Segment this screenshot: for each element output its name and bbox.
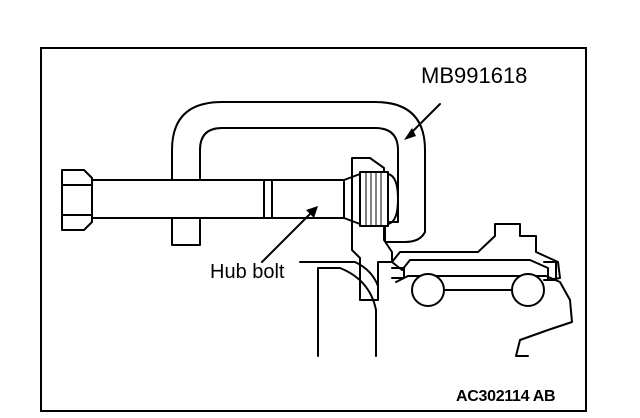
knurl-lines (365, 171, 382, 227)
puller-tool-body (171, 101, 426, 246)
bolt-leader-arrow (306, 206, 318, 218)
knuckle-housing (391, 223, 561, 281)
seal-right (543, 261, 557, 281)
knurled-cap (387, 173, 399, 225)
knurled-end (359, 171, 389, 227)
bearing-ball-left (411, 273, 445, 307)
figure-code: AC302114 AB (456, 388, 556, 405)
bolt-leader-line (261, 211, 313, 263)
seal-left (391, 267, 405, 279)
tool-label: MB991618 (421, 63, 528, 88)
bolt-shank-left (91, 179, 265, 219)
hub-flange-inner (317, 267, 377, 357)
tool-leader-line (409, 103, 441, 135)
hex-head (61, 169, 93, 231)
hub-flange-curve (299, 261, 379, 287)
tool-leader-arrow (404, 128, 416, 140)
outer-race (395, 275, 573, 357)
bolt-collar (263, 179, 273, 219)
bolt-shank-right (271, 179, 345, 219)
hub-bolt (61, 169, 399, 231)
bearing-ball-right (511, 273, 545, 307)
hub-bolt-label: Hub bolt (210, 261, 285, 283)
